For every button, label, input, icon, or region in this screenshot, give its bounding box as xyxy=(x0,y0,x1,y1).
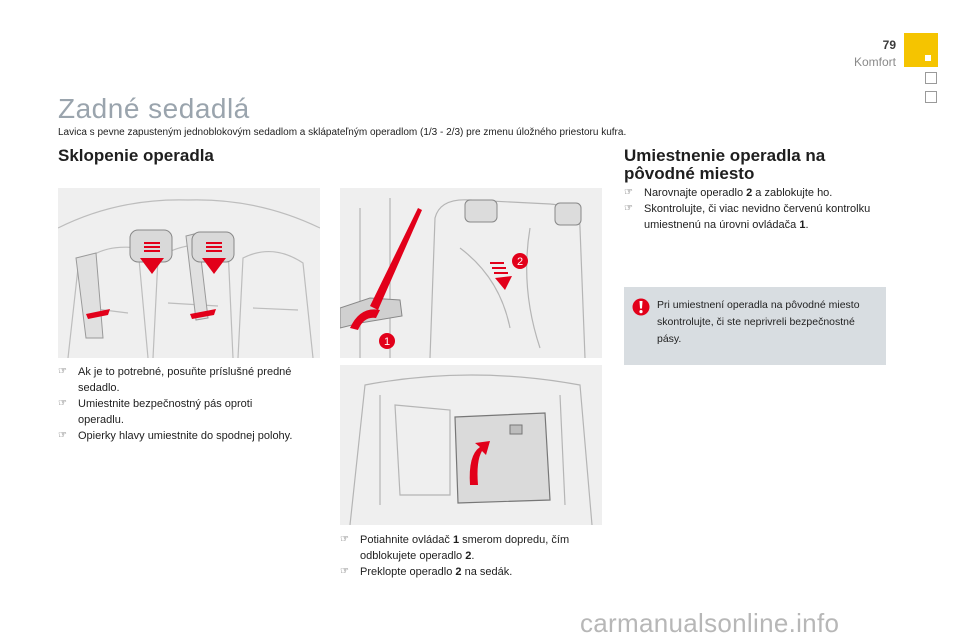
pointing-hand-icon: ☞ xyxy=(624,203,633,214)
list-item: ☞Narovnajte operadlo 2 a zablokujte ho. xyxy=(624,187,833,199)
section-heading-fold: Sklopenie operadla xyxy=(58,146,214,165)
intro-text: Lavica s pevne zapusteným jednoblokovým … xyxy=(58,127,627,138)
pointing-hand-icon: ☞ xyxy=(58,398,67,409)
chapter-tab[interactable] xyxy=(925,72,937,84)
warning-icon xyxy=(632,298,650,321)
chapter-tab-active[interactable] xyxy=(904,33,938,67)
restore-steps-list: ☞Narovnajte operadlo 2 a zablokujte ho. … xyxy=(624,185,894,233)
watermark: carmanualsonline.info xyxy=(580,608,840,638)
list-item: ☞Potiahnite ovládač 1 smerom dopredu, čí… xyxy=(340,534,570,562)
warning-text: Pri umiestnení operadla na pôvodné miest… xyxy=(657,299,860,345)
list-item: ☞Preklopte operadlo 2 na sedák. xyxy=(340,566,513,578)
list-item: ☞Opierky hlavy umiestnite do spodnej pol… xyxy=(58,430,293,442)
section-label: Komfort xyxy=(853,55,896,69)
marker-1-label: 1 xyxy=(384,336,390,348)
chapter-tab[interactable] xyxy=(925,91,937,103)
headrest-illustration xyxy=(58,188,320,358)
page-title: Zadné sedadlá xyxy=(58,93,250,124)
list-item: ☞Skontrolujte, či viac nevidno červenú k… xyxy=(624,203,871,231)
folded-seat-illustration xyxy=(340,365,602,525)
list-item: ☞Umiestnite bezpečnostný pás oproti oper… xyxy=(58,398,253,426)
release-steps-list: ☞Potiahnite ovládač 1 smerom dopredu, čí… xyxy=(340,532,602,580)
warning-box xyxy=(624,287,886,365)
pointing-hand-icon: ☞ xyxy=(340,534,349,545)
section-heading-restore: Umiestnenie operadla na pôvodné miesto xyxy=(624,146,826,183)
pointing-hand-icon: ☞ xyxy=(58,430,67,441)
pointing-hand-icon: ☞ xyxy=(624,187,633,198)
pointing-hand-icon: ☞ xyxy=(340,566,349,577)
page-number: 79 xyxy=(882,38,896,52)
list-item: ☞Ak je to potrebné, posuňte príslušné pr… xyxy=(58,366,292,394)
pointing-hand-icon: ☞ xyxy=(58,366,67,377)
release-lever-illustration: 1 2 xyxy=(340,188,602,358)
fold-steps-list: ☞Ak je to potrebné, posuňte príslušné pr… xyxy=(58,364,298,444)
marker-2-label: 2 xyxy=(517,256,523,268)
